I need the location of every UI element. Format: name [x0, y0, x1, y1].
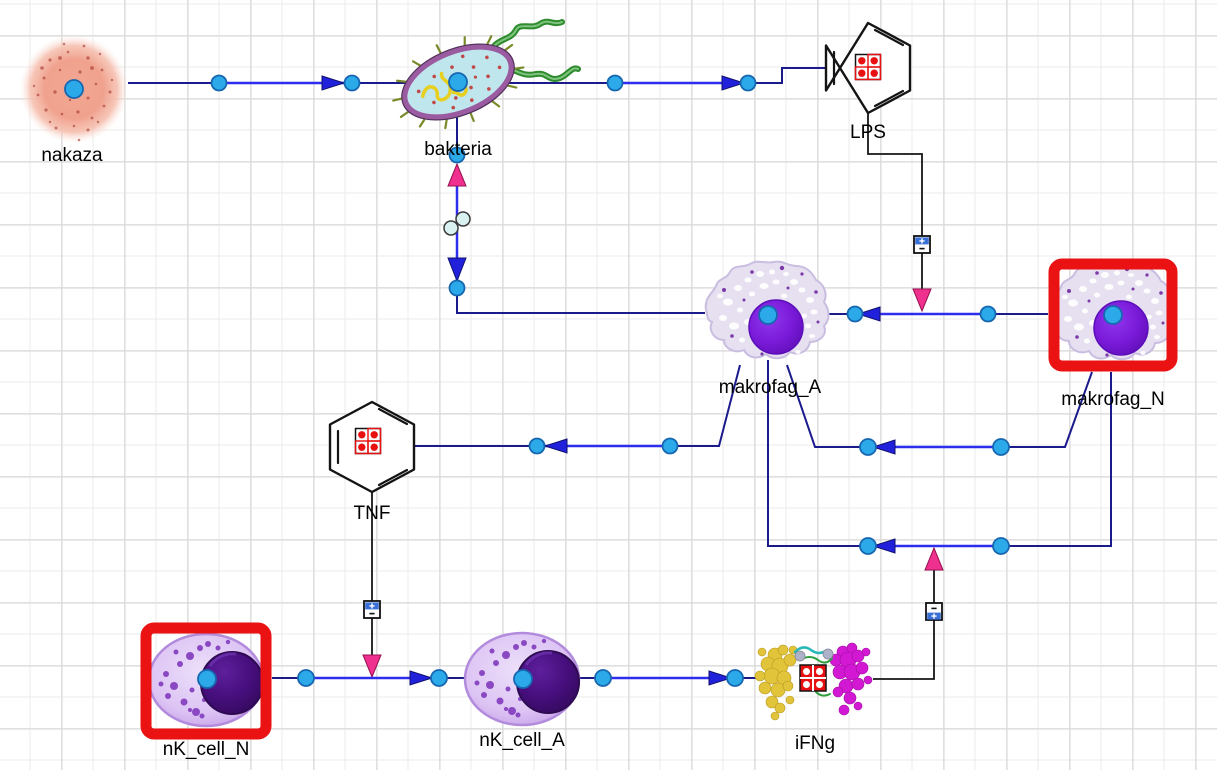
- edge-makrofagA-tnf[interactable]: [381, 364, 741, 454]
- arrowhead-blue: [409, 670, 434, 686]
- protein-ribbons: [793, 646, 833, 697]
- compound-dots-icon: [854, 53, 882, 81]
- arrowhead-pink: [447, 162, 467, 187]
- edge-makrofagN-makrofagA-upper[interactable]: [822, 306, 1048, 322]
- speckles: [32, 42, 114, 142]
- edge-ifng-modifier[interactable]: [873, 546, 944, 680]
- modifier-switch-icon[interactable]: [925, 602, 943, 621]
- edge-makrofagN-makrofagA-middle[interactable]: [786, 364, 1093, 455]
- protein-magenta-blob: [829, 642, 873, 716]
- compound-dots-icon: [354, 427, 382, 455]
- hexagon-inner-bonds: [336, 407, 409, 487]
- arrowhead-blue: [721, 75, 746, 91]
- node-label-tnf[interactable]: TNF: [353, 503, 391, 524]
- node-label-nk-cell-n[interactable]: nK_cell_N: [162, 739, 250, 760]
- arrowhead-pink: [912, 288, 932, 313]
- token-circle: [443, 220, 459, 236]
- arrowhead-blue: [321, 75, 346, 91]
- edge-nakaza-bakteria[interactable]: [128, 75, 440, 91]
- node-label-bakteria[interactable]: bakteria: [424, 139, 492, 160]
- flagella: [485, 18, 581, 82]
- node-makrofag-n[interactable]: [1048, 258, 1178, 372]
- arrowhead-blue: [543, 438, 568, 454]
- edge-makrofagN-makrofagA-lower[interactable]: [767, 360, 1112, 554]
- node-label-makrofag-n[interactable]: makrofag_N: [1061, 389, 1165, 410]
- arrowhead-pink: [362, 654, 382, 679]
- protein-sphere: [822, 648, 834, 660]
- node-ifng[interactable]: [754, 642, 873, 721]
- node-label-ifng[interactable]: iFNg: [794, 733, 836, 754]
- granule-dots: [416, 54, 502, 110]
- arrowhead-blue: [447, 257, 467, 283]
- arrowhead-pink: [924, 546, 944, 571]
- node-tnf[interactable]: [328, 400, 416, 494]
- node-label-nakaza[interactable]: nakaza: [41, 145, 103, 166]
- edge-lps-modifier[interactable]: [867, 80, 932, 313]
- edge-bakteria-makrofagA[interactable]: [443, 98, 705, 314]
- node-label-makrofag-a[interactable]: makrofag_A: [718, 377, 822, 398]
- selection-border: [140, 622, 272, 740]
- selection-border: [1048, 258, 1178, 372]
- node-lps[interactable]: [824, 21, 912, 115]
- node-label-lps[interactable]: LPS: [850, 122, 886, 143]
- node-center-ports[interactable]: [64, 72, 1123, 689]
- arrowhead-blue: [871, 439, 896, 455]
- modifier-switch-icon[interactable]: [363, 600, 381, 619]
- edge-ports[interactable]: [210, 74, 1010, 687]
- hexagon-inner-bonds: [832, 28, 905, 108]
- arrowhead-blue: [871, 538, 896, 554]
- protein-sphere: [794, 650, 806, 662]
- node-nk-cell-n[interactable]: [140, 622, 272, 740]
- arrowhead-blue: [856, 306, 881, 322]
- node-label-nk-cell-a[interactable]: nK_cell_A: [479, 730, 565, 751]
- edge-bakteria-lps[interactable]: [480, 67, 856, 91]
- token-circle: [455, 211, 471, 227]
- protein-yellow-blob: [754, 644, 798, 721]
- protein-red-icon: [799, 664, 827, 692]
- arrowhead-blue: [708, 670, 733, 686]
- modifier-switch-icon[interactable]: [913, 235, 931, 254]
